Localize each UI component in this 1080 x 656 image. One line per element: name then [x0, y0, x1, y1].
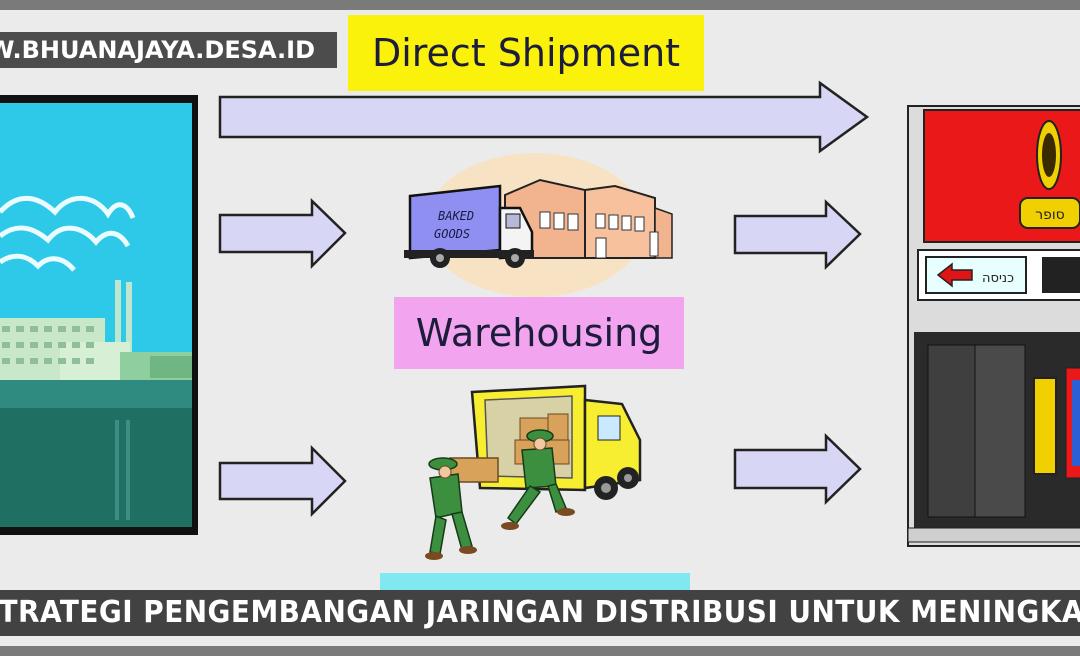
title-banner: STRATEGI PENGEMBANGAN JARINGAN DISTRIBUS… — [0, 590, 1080, 636]
diagram-frame: BAKED GOODS — [0, 10, 1080, 646]
truck-label-line2: GOODS — [434, 227, 470, 241]
direct-shipment-text: Direct Shipment — [371, 31, 681, 75]
website-watermark: W.BHUANAJAYA.DESA.ID — [0, 32, 338, 68]
arrow-warehouse-to-store — [733, 199, 862, 270]
direct-shipment-label: Direct Shipment — [348, 15, 704, 91]
delivery-truck-workers — [425, 384, 642, 560]
watermark-text: W.BHUANAJAYA.DESA.ID — [0, 36, 316, 64]
arrow-delivery-to-store — [733, 433, 862, 505]
truck-label-line1: BAKED — [438, 209, 474, 223]
banner-title: STRATEGI PENGEMBANGAN JARINGAN DISTRIBUS… — [0, 595, 1080, 630]
arrow-factory-to-delivery — [218, 444, 347, 518]
store-illustration: סופר כניסה — [907, 105, 1080, 547]
store-sign-text: סופר — [1035, 207, 1065, 223]
baked-goods-truck: BAKED GOODS — [404, 184, 534, 268]
store-door-text: כניסה — [982, 271, 1014, 286]
factory-illustration — [0, 95, 198, 535]
warehousing-label: Warehousing — [394, 297, 684, 369]
arrow-direct-shipment — [218, 80, 870, 154]
warehousing-text: Warehousing — [415, 311, 663, 355]
arrow-factory-to-warehouse — [218, 198, 347, 270]
